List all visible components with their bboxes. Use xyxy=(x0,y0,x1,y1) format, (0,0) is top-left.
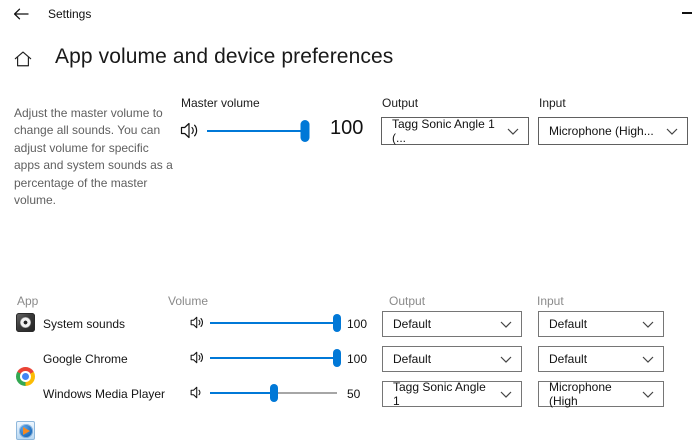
back-button[interactable] xyxy=(11,5,31,23)
app-name: Google Chrome xyxy=(43,352,128,366)
app-input-select[interactable]: Default xyxy=(538,311,664,337)
master-volume-value: 100 xyxy=(330,117,364,139)
app-input-select[interactable]: Default xyxy=(538,346,664,372)
slider-fill xyxy=(207,130,305,132)
app-output-value: Tagg Sonic Angle 1 xyxy=(393,380,486,408)
slider-thumb[interactable] xyxy=(300,120,310,142)
home-icon xyxy=(14,50,32,68)
app-output-value: Default xyxy=(393,317,432,331)
chevron-down-icon xyxy=(642,391,654,398)
table-row: System sounds 100 Default Default xyxy=(0,0,700,337)
master-input-value: Microphone (High... xyxy=(549,124,654,138)
system-sounds-icon xyxy=(16,313,35,332)
app-name: Windows Media Player xyxy=(43,387,166,401)
app-name: System sounds xyxy=(43,317,126,331)
app-input-value: Default xyxy=(549,317,588,331)
app-volume-slider[interactable] xyxy=(210,312,341,334)
app-volume-slider[interactable] xyxy=(210,347,341,369)
app-output-select[interactable]: Tagg Sonic Angle 1 xyxy=(382,380,522,408)
chevron-down-icon xyxy=(507,128,519,135)
chevron-down-icon xyxy=(666,128,678,135)
app-input-select[interactable]: Microphone (High xyxy=(538,380,664,408)
windows-media-player-icon xyxy=(16,421,35,440)
master-volume-description: Adjust the master volume to change all s… xyxy=(14,106,173,208)
app-output-select[interactable]: Default xyxy=(382,311,522,337)
back-arrow-icon xyxy=(13,8,29,20)
app-volume-value: 50 xyxy=(347,387,361,401)
minimize-icon xyxy=(682,12,692,14)
chevron-down-icon xyxy=(642,356,654,363)
master-output-label: Output xyxy=(382,96,419,110)
slider-fill xyxy=(210,392,274,394)
column-header-volume: Volume xyxy=(168,294,209,308)
app-output-select[interactable]: Default xyxy=(382,346,522,372)
chevron-down-icon xyxy=(500,356,512,363)
master-input-label: Input xyxy=(539,96,566,110)
app-output-value: Default xyxy=(393,352,432,366)
column-header-output: Output xyxy=(389,294,426,308)
table-row: Windows Media Player 50 Tagg Sonic Angle… xyxy=(0,38,700,440)
speaker-icon xyxy=(190,351,205,364)
minimize-button[interactable] xyxy=(678,6,696,20)
window-title: Settings xyxy=(48,7,92,21)
master-volume-slider[interactable] xyxy=(207,120,310,142)
speaker-icon xyxy=(190,316,205,329)
speaker-low-icon xyxy=(190,386,205,399)
slider-fill xyxy=(210,322,337,324)
app-volume-value: 100 xyxy=(347,317,368,331)
slider-fill xyxy=(210,357,337,359)
master-output-select[interactable]: Tagg Sonic Angle 1 (... xyxy=(381,117,529,145)
column-header-input: Input xyxy=(537,294,564,308)
slider-thumb[interactable] xyxy=(269,384,278,402)
column-header-app: App xyxy=(17,294,39,308)
master-output-value: Tagg Sonic Angle 1 (... xyxy=(392,117,495,145)
slider-thumb[interactable] xyxy=(333,349,341,367)
master-volume-label: Master volume xyxy=(181,96,260,110)
table-row: Google Chrome 100 Default Default xyxy=(0,19,700,386)
master-input-select[interactable]: Microphone (High... xyxy=(538,117,688,145)
app-input-value: Default xyxy=(549,352,588,366)
page-title: App volume and device preferences xyxy=(55,45,394,68)
app-input-value: Microphone (High xyxy=(549,380,612,408)
app-volume-value: 100 xyxy=(347,352,368,366)
chevron-down-icon xyxy=(642,321,654,328)
google-chrome-icon xyxy=(16,367,35,386)
slider-thumb[interactable] xyxy=(333,314,341,332)
chevron-down-icon xyxy=(500,321,512,328)
app-volume-slider[interactable] xyxy=(210,382,337,404)
chevron-down-icon xyxy=(500,391,512,398)
speaker-icon xyxy=(180,122,200,139)
